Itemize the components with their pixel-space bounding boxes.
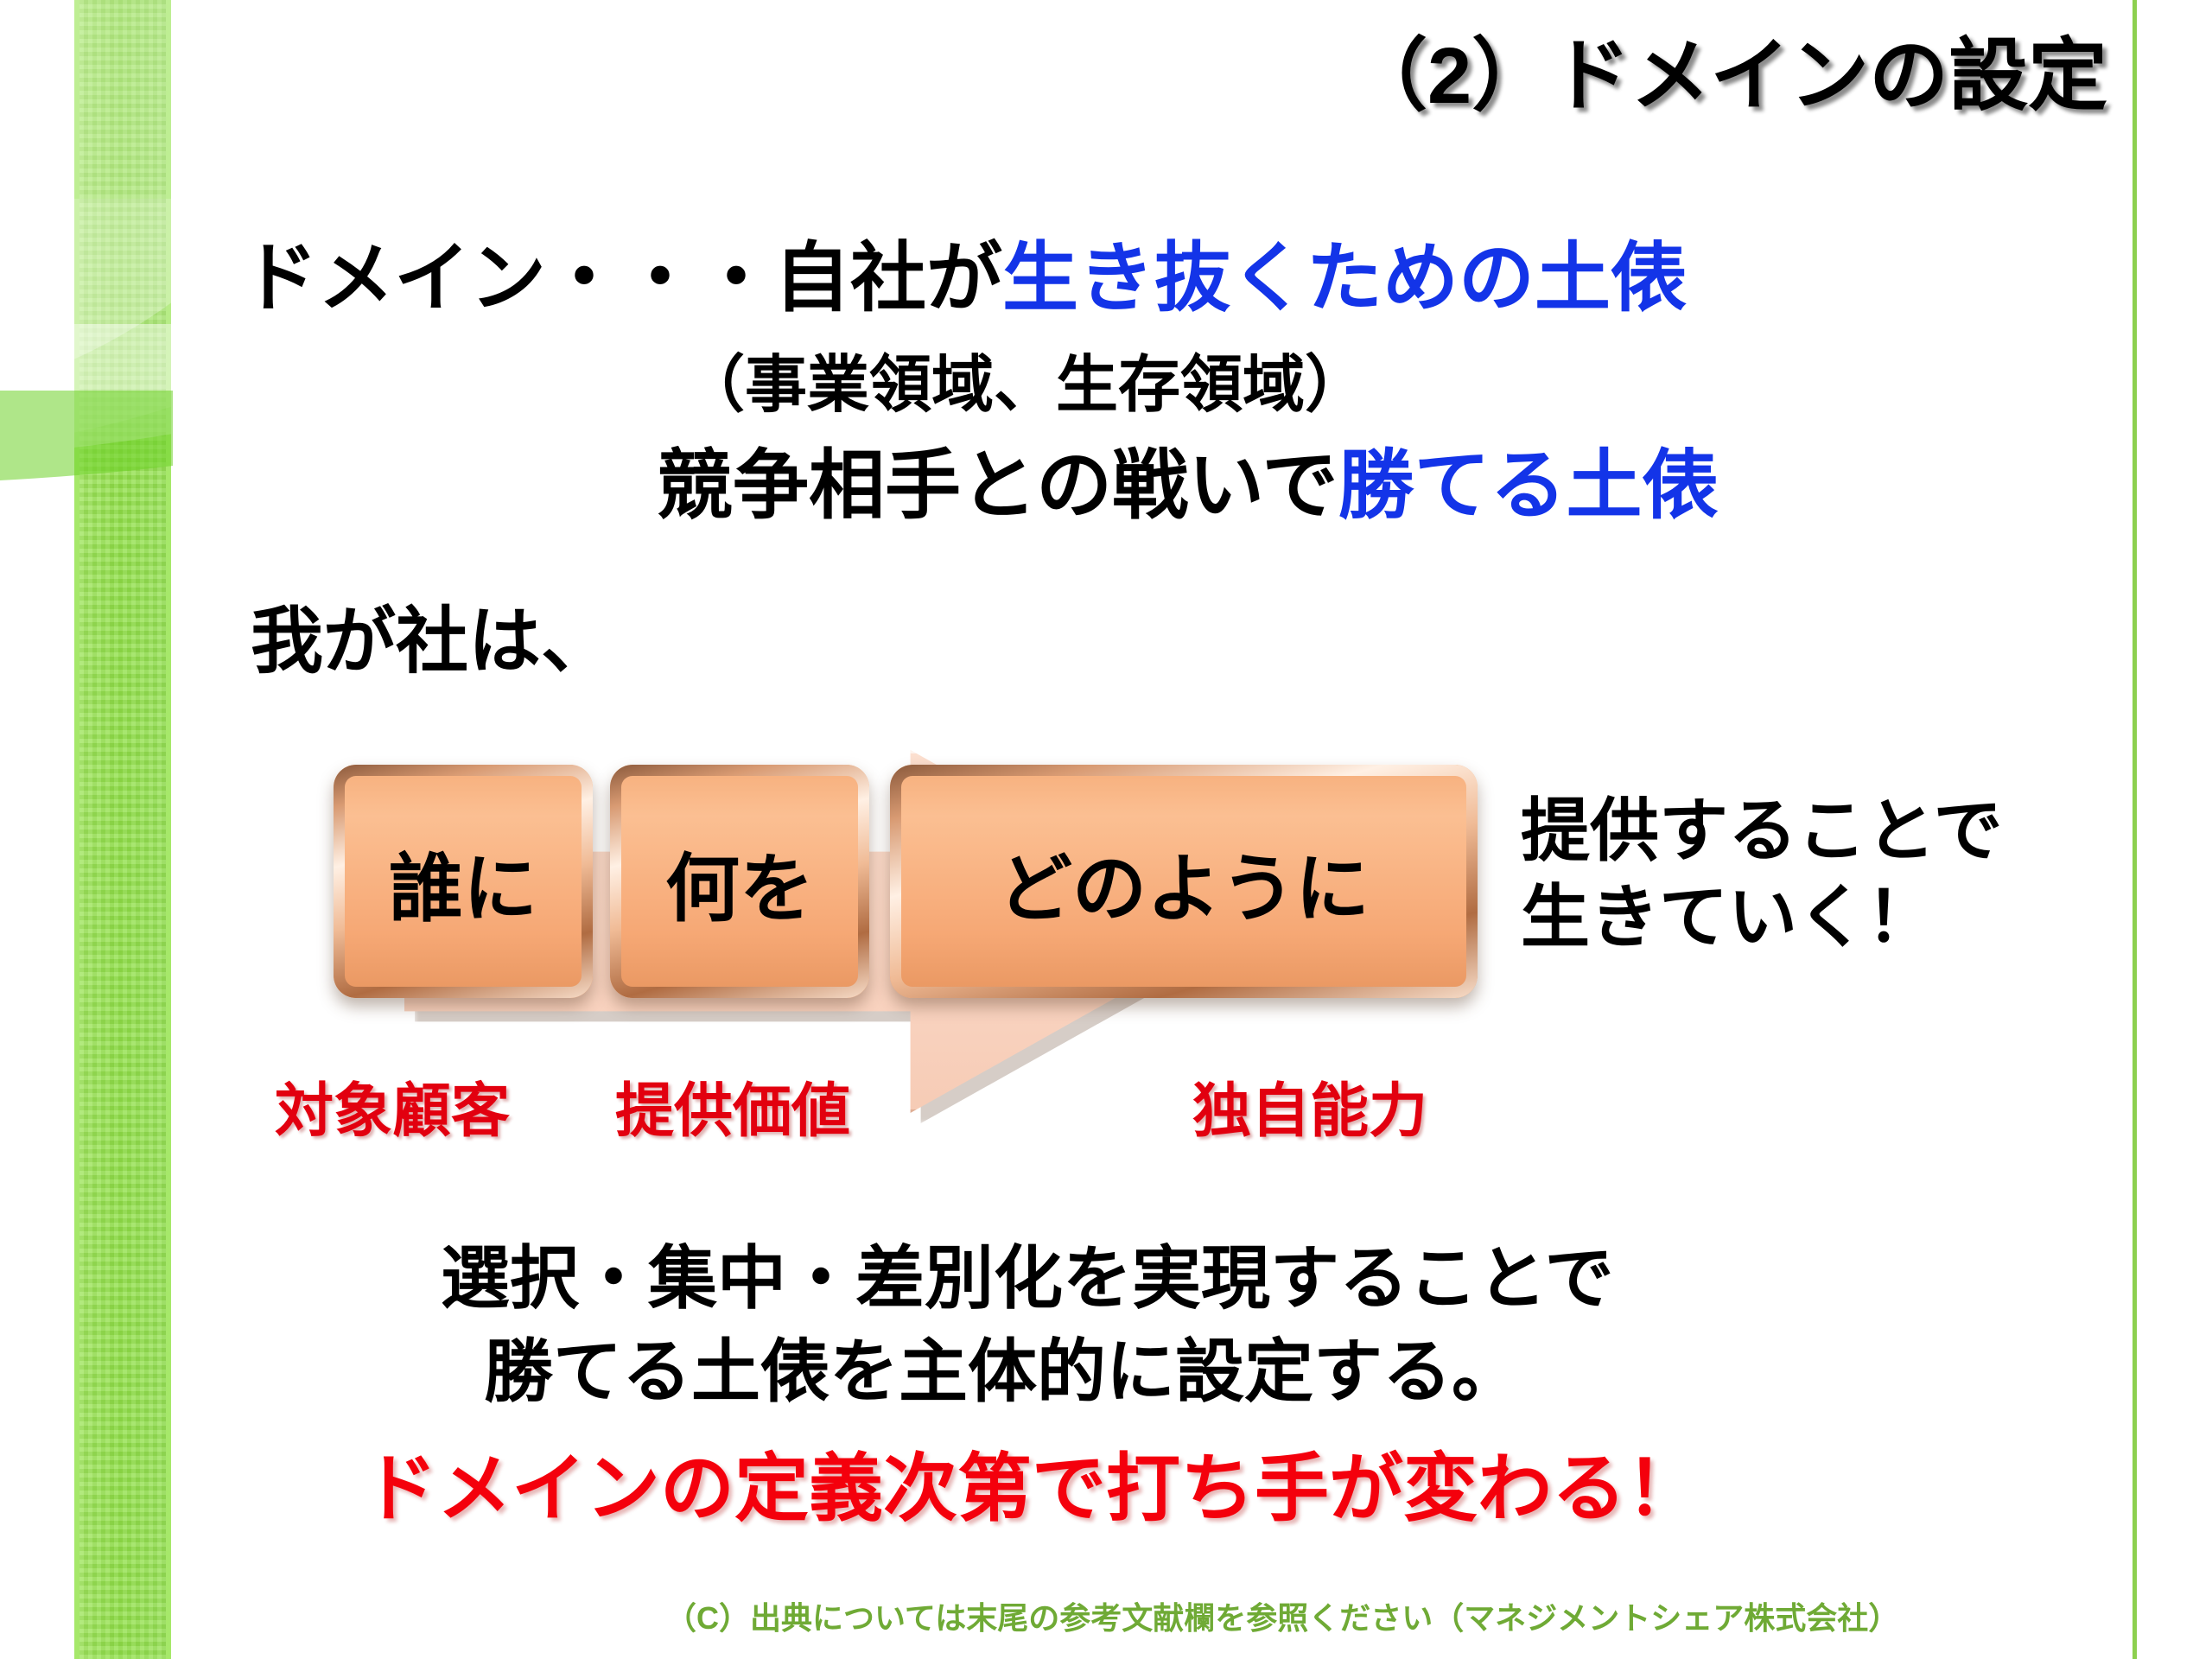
right-green-rule: [2133, 0, 2137, 1659]
lead-in-text: 我が社は、: [251, 601, 614, 682]
band-texture: [0, 0, 173, 1659]
diagram-box-how-label: どのように: [998, 847, 1370, 931]
slide-title: （2）ドメインの設定: [1348, 32, 2108, 120]
definition-line-3: 競争相手との戦いで勝てる土俵: [657, 448, 1719, 524]
conclusion-line-1: 選択・集中・差別化を実現することで: [441, 1240, 1614, 1317]
diagram-box-how[interactable]: どのように: [890, 765, 1478, 998]
right-side-note-line-2: 生きていく！: [1521, 879, 1936, 956]
source-footnote: （C）出典については末尾の参考文献欄を参照ください（マネジメントシェア株式会社）: [665, 1600, 1900, 1636]
caption-target-customer: 対象顧客: [275, 1078, 511, 1144]
definition-line-1: ドメイン・・・自社が生き抜くための土俵: [242, 240, 1687, 316]
definition-line-2: （事業領域、生存領域）: [683, 351, 1368, 420]
definition-line-1-black: ドメイン・・・自社が: [242, 235, 1003, 321]
definition-line-1-blue: 生き抜くための土俵: [1002, 235, 1688, 321]
right-side-note-line-1: 提供することで: [1521, 792, 2003, 869]
diagram-box-what-label: 何を: [665, 847, 814, 931]
definition-line-3-blue: 勝てる土俵: [1338, 442, 1719, 528]
caption-offered-value: 提供価値: [615, 1078, 851, 1144]
definition-line-3-black: 競争相手との戦いで: [657, 442, 1338, 528]
right-side-note: 提供することで 生きていく！: [1521, 788, 2003, 961]
diagram-box-who[interactable]: 誰に: [334, 765, 593, 998]
left-decorative-band: [0, 0, 173, 1659]
conclusion-emphasis: ドメインの定義次第で打ち手が変わる！: [363, 1447, 1700, 1530]
caption-unique-capability: 独自能力: [1192, 1078, 1428, 1144]
diagram-box-what[interactable]: 何を: [610, 765, 869, 998]
conclusion-line-2: 勝てる土俵を主体的に設定する。: [484, 1333, 1521, 1410]
band-arc-4: [0, 391, 173, 486]
diagram-box-who-label: 誰に: [389, 847, 537, 931]
